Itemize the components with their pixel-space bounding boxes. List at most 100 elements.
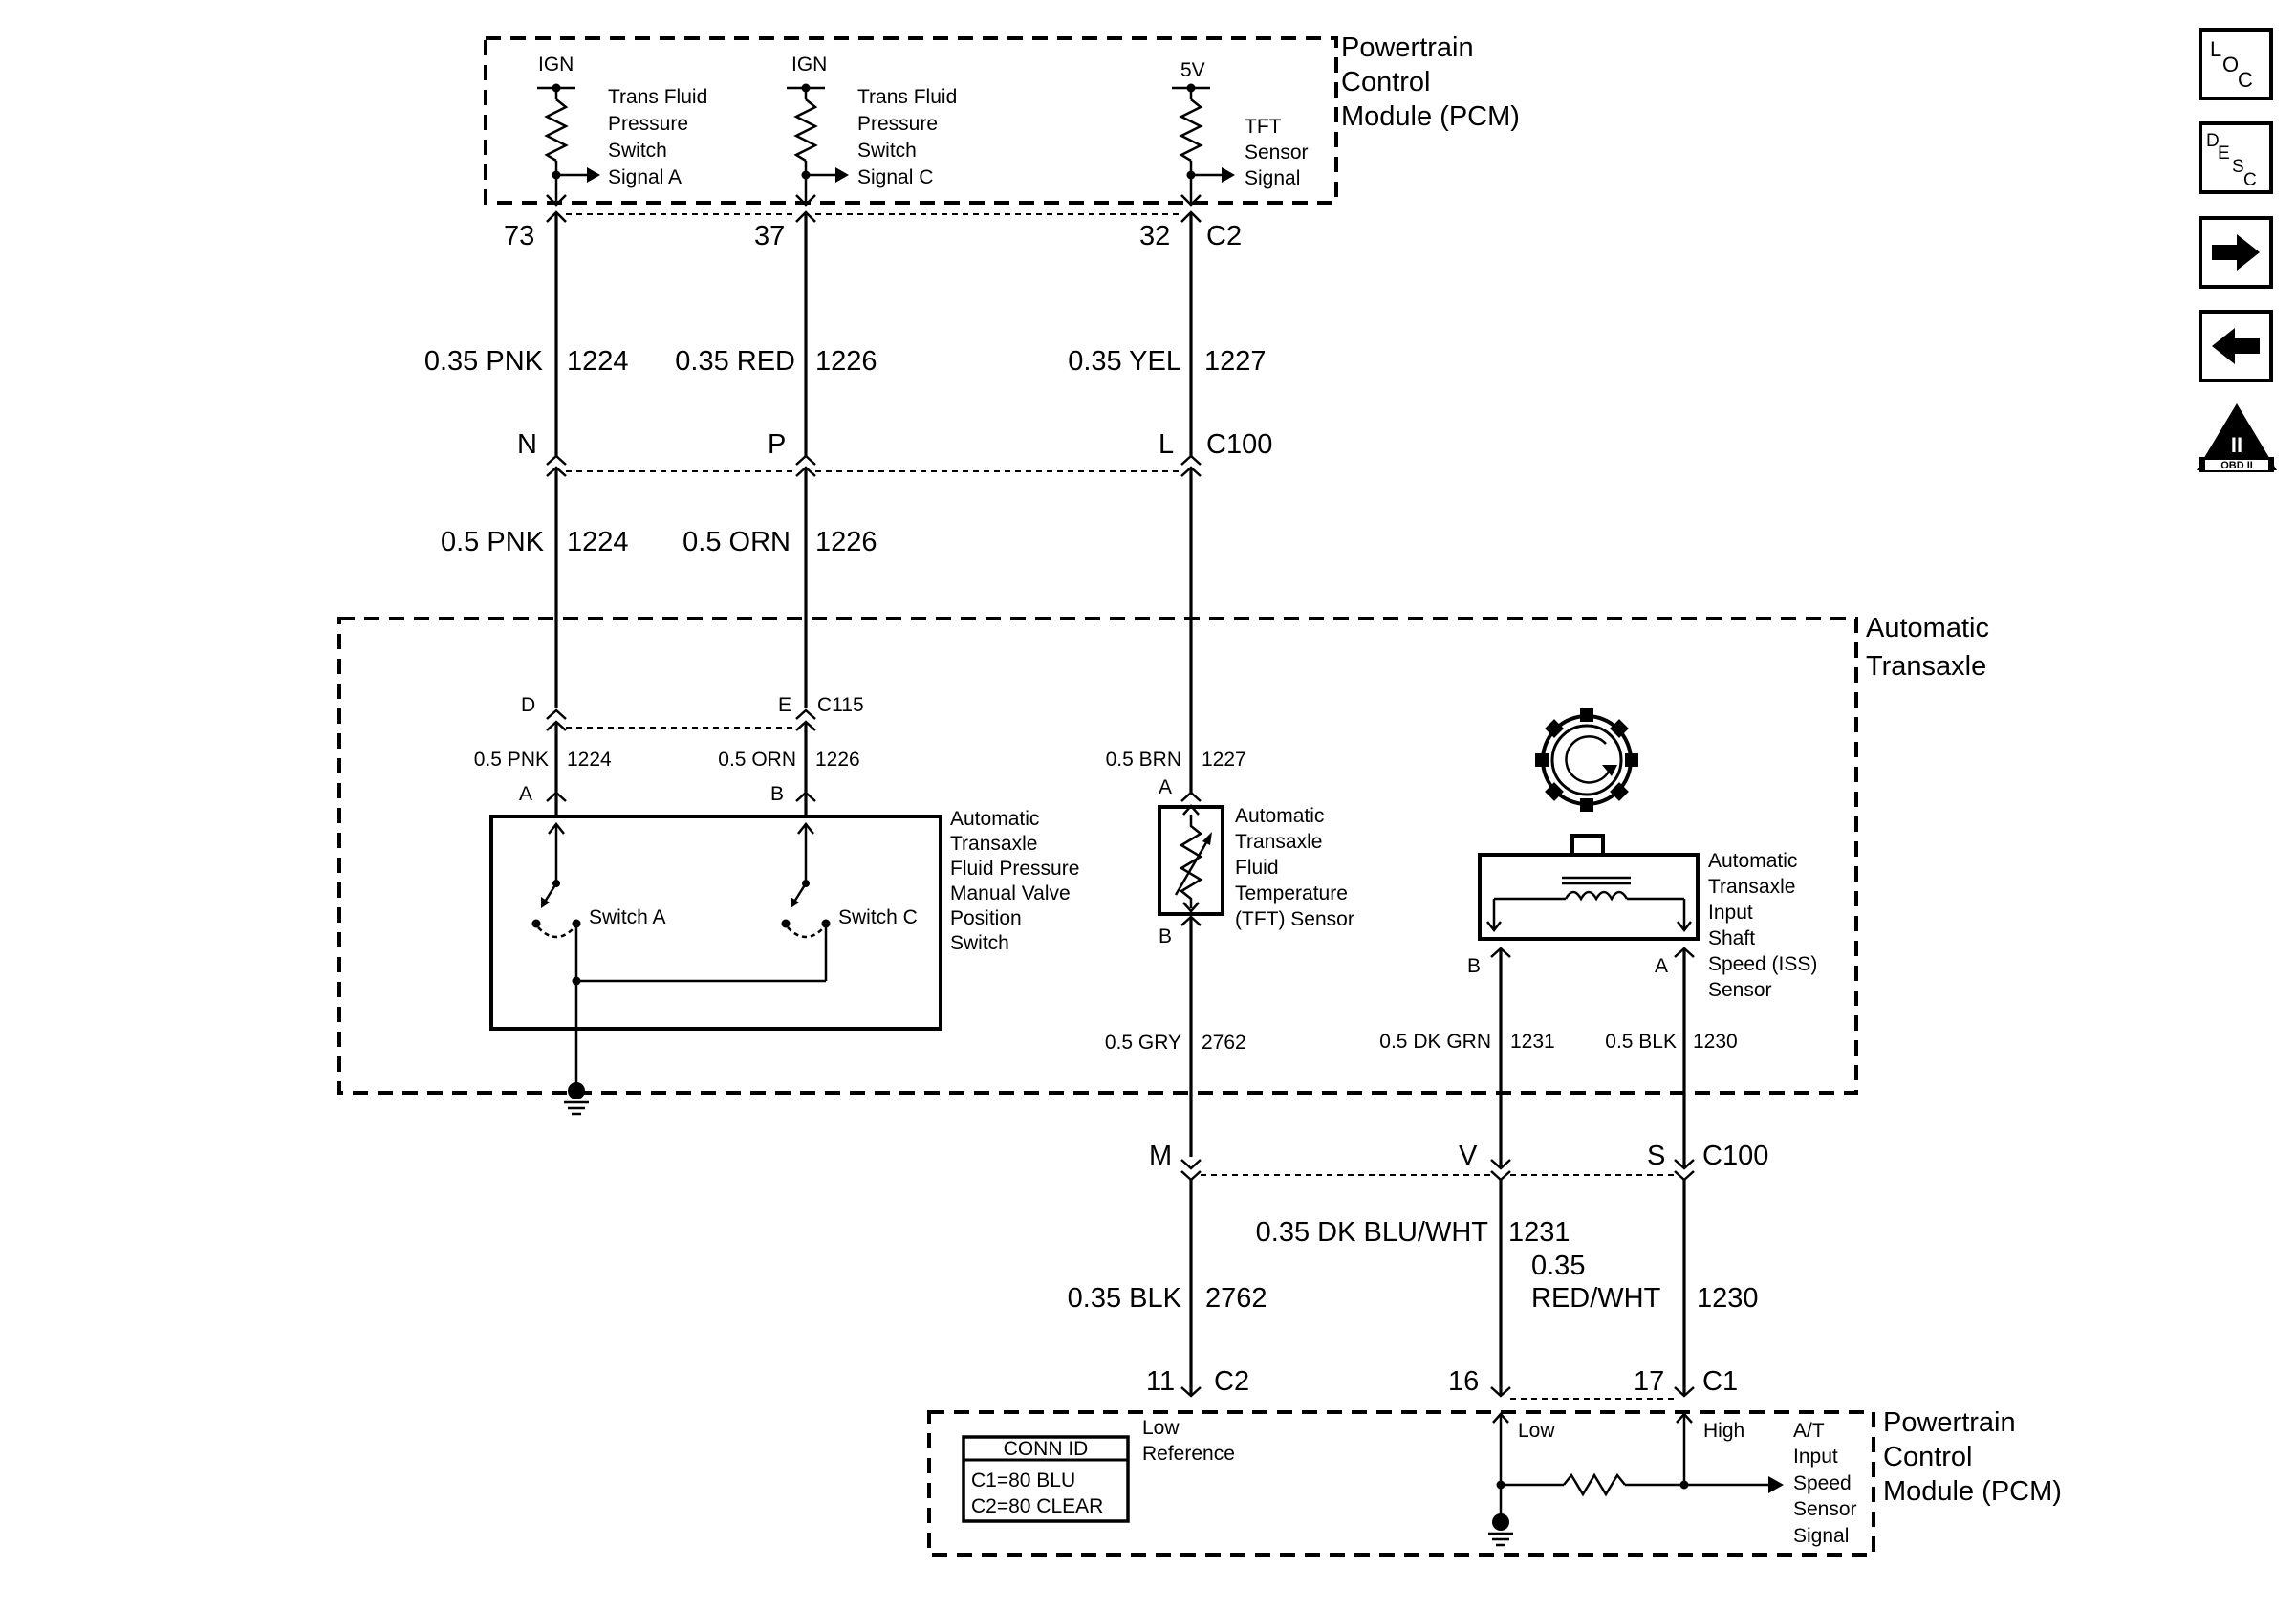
signal-label: A/T <box>1793 1420 1825 1442</box>
nav-loc-button[interactable]: L O C <box>2199 28 2273 100</box>
pin-label: N <box>517 429 537 460</box>
desc-line: Signal C <box>857 166 933 188</box>
connector-id: C2 <box>1206 221 1242 251</box>
pin-label: B <box>1159 925 1172 947</box>
desc-line: Signal <box>1245 167 1300 189</box>
c100-upper-connector: N P L C100 <box>517 429 1272 477</box>
pcm-top-connector: 73 37 32 C2 <box>504 210 1242 251</box>
low-reference-label: Low <box>1142 1417 1180 1439</box>
pcm-bottom-title-2: Control <box>1883 1442 1973 1472</box>
mid-wire-labels: 0.5 PNK 1224 0.5 ORN 1226 <box>441 527 877 557</box>
desc-line: TFT <box>1245 116 1282 138</box>
switch-assembly-label: Fluid Pressure <box>950 858 1079 880</box>
low-label: Low <box>1518 1420 1555 1442</box>
pin-label: D <box>521 694 535 716</box>
nav-desc-button[interactable]: D E S C <box>2199 121 2273 194</box>
desc-line: Pressure <box>857 113 938 135</box>
switch-assembly-label: Position <box>950 907 1022 929</box>
connector-id: C100 <box>1702 1141 1768 1171</box>
wire-color: 0.5 PNK <box>441 527 545 557</box>
wire-color: 0.5 ORN <box>718 749 796 771</box>
lower-wire-labels: 0.35 BLK 2762 0.35 DK BLU/WHT 1231 0.35 … <box>1068 1217 1759 1314</box>
conn-id-row: C2=80 CLEAR <box>971 1495 1103 1517</box>
connector-id: C115 <box>817 694 864 716</box>
switch-assembly-label: Automatic <box>950 808 1039 830</box>
wire-circuit: 1227 <box>1204 346 1267 377</box>
wire-circuit: 2762 <box>1205 1283 1267 1314</box>
signal-label: Input <box>1793 1446 1838 1468</box>
pin-label: 16 <box>1448 1366 1479 1397</box>
pin-label: B <box>770 783 784 805</box>
iss-label: Automatic <box>1708 850 1797 872</box>
supply-label: IGN <box>791 54 827 76</box>
wire-color: 0.5 BLK <box>1605 1031 1677 1053</box>
low-reference-label: Reference <box>1142 1443 1235 1465</box>
wire-color: 0.35 YEL <box>1068 346 1181 377</box>
pin-label: P <box>768 429 786 460</box>
pcm-bottom-title-1: Powertrain <box>1883 1407 2016 1438</box>
desc-letter: C <box>2243 170 2257 190</box>
desc-line: Trans Fluid <box>608 86 707 108</box>
iss-label: Shaft <box>1708 927 1755 949</box>
wire-color: 0.5 DK GRN <box>1379 1031 1491 1053</box>
pin-label: A <box>519 783 532 805</box>
pcm-top-title-2: Control <box>1341 67 1431 98</box>
obd-numeral: II <box>2231 433 2242 457</box>
pin-label: M <box>1149 1141 1172 1171</box>
wire-circuit: 1224 <box>567 527 629 557</box>
wire-circuit: 1224 <box>567 749 612 771</box>
wire-color: 0.5 BRN <box>1106 749 1181 771</box>
wire-circuit: 1227 <box>1202 749 1246 771</box>
reluctor-wheel-icon <box>1535 708 1638 812</box>
switch-assembly-label: Switch <box>950 932 1009 954</box>
tft-label: Automatic <box>1235 805 1324 827</box>
wire-circuit: 1231 <box>1510 1031 1555 1053</box>
supply-label: IGN <box>538 54 574 76</box>
pin-label: E <box>778 694 791 716</box>
iss-label: Sensor <box>1708 979 1772 1001</box>
pin-label: V <box>1459 1141 1478 1171</box>
desc-letter: D <box>2206 131 2220 151</box>
nav-next-button[interactable] <box>2199 216 2273 289</box>
high-label: High <box>1703 1420 1744 1442</box>
obd-warning-icon <box>2197 403 2277 472</box>
pin-label: 11 <box>1146 1366 1175 1397</box>
pin-label: 17 <box>1634 1366 1664 1397</box>
wire-color: 0.35 BLK <box>1068 1283 1182 1314</box>
signal-label: Sensor <box>1793 1498 1857 1520</box>
wire-circuit: 1230 <box>1697 1283 1759 1314</box>
desc-line: Switch <box>608 140 667 162</box>
wire-circuit: 1231 <box>1508 1217 1570 1248</box>
pcm-bottom-title-3: Module (PCM) <box>1883 1476 2062 1507</box>
nav-prev-button[interactable] <box>2199 310 2273 382</box>
wire-circuit: 1224 <box>567 346 629 377</box>
loc-letter: O <box>2222 53 2239 76</box>
pcm-top-title-1: Powertrain <box>1341 33 1474 63</box>
conn-id-row: C1=80 BLU <box>971 1469 1075 1491</box>
switch-assembly-label: Transaxle <box>950 833 1037 855</box>
iss-sensor: B A Automatic Transaxle Input Shaft Spee… <box>1379 708 1817 1168</box>
arrow-right-icon <box>2212 234 2260 271</box>
desc-line: Signal A <box>608 166 682 188</box>
pcm-top-module: Powertrain Control Module (PCM) IGN Tran… <box>484 33 1520 207</box>
nav-obd-button[interactable]: II OBD II <box>2197 403 2277 472</box>
arrow-left-icon <box>2212 328 2260 364</box>
wire-color: 0.35 <box>1531 1251 1585 1281</box>
pin-label: L <box>1159 429 1174 460</box>
conn-id-header: CONN ID <box>1004 1438 1089 1460</box>
c115-connector: D E C115 <box>521 694 864 731</box>
pin-label: 73 <box>504 221 534 251</box>
transaxle-title-1: Automatic <box>1866 613 1989 643</box>
pin-label: S <box>1647 1141 1665 1171</box>
connector-id: C1 <box>1702 1366 1738 1397</box>
pin-label: A <box>1159 776 1172 798</box>
loc-letter: C <box>2238 68 2253 92</box>
pcm-circuit-a: IGN Trans Fluid Pressure Switch Signal A <box>537 54 707 207</box>
obd-text: OBD II <box>2220 460 2253 471</box>
wire-color: RED/WHT <box>1531 1283 1661 1314</box>
signal-label: Speed <box>1793 1472 1852 1494</box>
desc-line: Sensor <box>1245 142 1309 163</box>
desc-letter: S <box>2232 157 2244 177</box>
tft-label: Fluid <box>1235 857 1279 879</box>
